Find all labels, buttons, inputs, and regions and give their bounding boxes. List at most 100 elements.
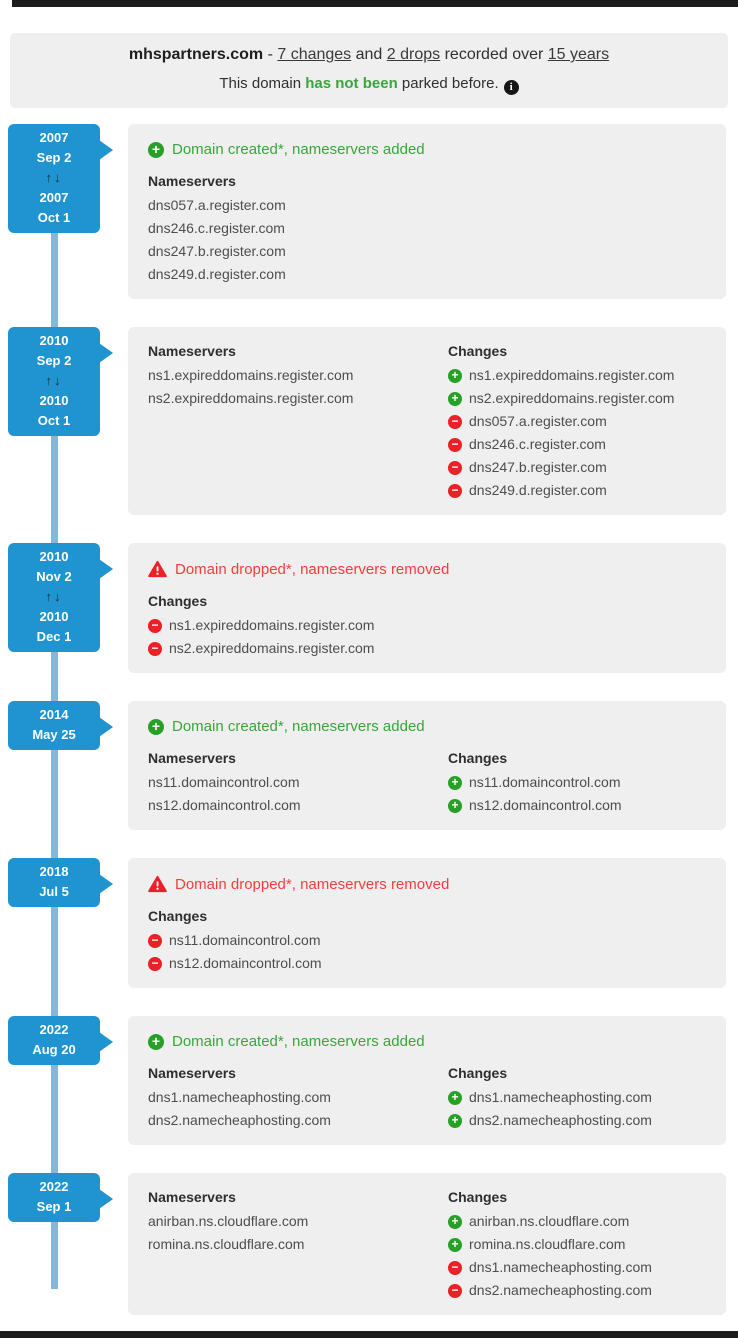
nameserver-item: dns249.d.register.com (148, 263, 448, 286)
badge-date-line: 2010 (39, 333, 69, 348)
change-item: dns1.namecheaphosting.com (448, 1256, 710, 1279)
hostname: dns1.namecheaphosting.com (148, 1089, 331, 1105)
up-down-arrows-icon: ↑↓ (45, 589, 63, 604)
hostname: dns2.namecheaphosting.com (469, 1282, 652, 1298)
plus-circle-icon (448, 798, 462, 813)
minus-circle-icon (448, 1260, 462, 1275)
minus-circle-icon (448, 1283, 462, 1298)
badge-date-line: 2014 (39, 707, 69, 722)
plus-circle-icon (148, 1033, 164, 1050)
badge-pointer-icon (99, 1189, 113, 1209)
column-title: Changes (448, 343, 508, 359)
domain-name: mhspartners.com (128, 46, 264, 63)
nameserver-item: anirban.ns.cloudflare.com (148, 1210, 448, 1233)
up-down-arrows-icon: ↑↓ (45, 373, 63, 388)
column-title: Nameservers (148, 1065, 236, 1081)
column-title: Changes (448, 1065, 508, 1081)
badge-pointer-icon (99, 717, 113, 737)
hostname: ns11.domaincontrol.com (169, 932, 321, 948)
badge-date-line: Sep 1 (36, 1199, 72, 1214)
event-status-heading: Domain dropped*, nameservers removed (148, 875, 710, 893)
event-status-text: Domain created*, nameservers added (172, 141, 425, 158)
change-item: ns1.expireddomains.register.com (148, 614, 710, 637)
change-item: dns247.b.register.com (448, 456, 710, 479)
event-status-heading: Domain created*, nameservers added (148, 141, 710, 158)
hostname: ns11.domaincontrol.com (469, 774, 621, 790)
hostname: ns12.domaincontrol.com (148, 797, 301, 813)
hostname: ns11.domaincontrol.com (148, 774, 300, 790)
badge-date-line: 2007 (39, 190, 69, 205)
hostname: ns12.domaincontrol.com (169, 955, 322, 971)
change-item: dns246.c.register.com (448, 433, 710, 456)
summary-header: mhspartners.com - 7 changes and 2 drops … (10, 33, 728, 108)
badge-date-line: 2010 (39, 549, 69, 564)
nameserver-item: dns247.b.register.com (148, 240, 448, 263)
parked-status: has not been (305, 75, 398, 92)
plus-circle-icon (448, 391, 462, 406)
column-title: Nameservers (148, 750, 236, 766)
plus-circle-icon (448, 1090, 462, 1105)
hostname: romina.ns.cloudflare.com (148, 1236, 305, 1252)
event-status-text: Domain created*, nameservers added (172, 1033, 425, 1050)
info-icon[interactable] (503, 80, 519, 95)
nameserver-item: dns1.namecheaphosting.com (148, 1086, 448, 1109)
hostname: dns247.b.register.com (469, 459, 607, 475)
changes-column: Changesns1.expireddomains.register.comns… (148, 590, 710, 660)
event-card: Domain created*, nameservers addedNamese… (128, 1016, 726, 1145)
badge-date-line: Oct 1 (37, 413, 71, 428)
hostname: romina.ns.cloudflare.com (469, 1236, 626, 1252)
changes-link[interactable]: 7 changes (277, 46, 352, 63)
badge-date-line: 2018 (39, 864, 69, 879)
badge-date-line: Oct 1 (37, 210, 71, 225)
plus-circle-icon (448, 368, 462, 383)
nameserver-item: dns057.a.register.com (148, 194, 448, 217)
column-title: Changes (148, 908, 208, 924)
bottom-window-edge (0, 1331, 738, 1338)
plus-circle-icon (448, 775, 462, 790)
badge-date-line: Jul 5 (39, 884, 69, 899)
nameserver-item: dns2.namecheaphosting.com (148, 1109, 448, 1132)
event-columns: Changesns1.expireddomains.register.comns… (148, 590, 710, 660)
nameservers-column: Nameservers dns1.namecheaphosting.com dns2… (148, 1062, 448, 1132)
event-status-heading: Domain dropped*, nameservers removed (148, 560, 710, 578)
badge-pointer-icon (99, 874, 113, 894)
hostname: ns2.expireddomains.register.com (469, 390, 675, 406)
nameservers-column: Nameservers ns11.domaincontrol.com ns12.do… (148, 747, 448, 817)
warning-triangle-icon (148, 875, 167, 893)
change-item: ns12.domaincontrol.com (448, 794, 710, 817)
change-item: dns057.a.register.com (448, 410, 710, 433)
change-item: anirban.ns.cloudflare.com (448, 1210, 710, 1233)
nameserver-item: ns11.domaincontrol.com (148, 771, 448, 794)
event-card: Domain created*, nameservers addedNamese… (128, 124, 726, 299)
changes-column: Changesanirban.ns.cloudflare.comromina.n… (448, 1186, 710, 1302)
recorded-text: recorded over (440, 46, 548, 63)
hostname: dns247.b.register.com (148, 243, 286, 259)
badge-date-line: 2022 (39, 1022, 69, 1037)
minus-circle-icon (148, 641, 162, 656)
badge-pointer-icon (99, 1032, 113, 1052)
badge-date-line: 2007 (39, 130, 69, 145)
badge-date-line: Sep 2 (36, 353, 72, 368)
parked-suffix: parked before. (397, 75, 499, 92)
plus-circle-icon (448, 1237, 462, 1252)
years-link[interactable]: 15 years (547, 46, 610, 63)
hostname: dns057.a.register.com (469, 413, 607, 429)
change-item: ns2.expireddomains.register.com (448, 387, 710, 410)
badge-date-line: 2010 (39, 393, 69, 408)
hostname: dns246.c.register.com (148, 220, 285, 236)
badge-pointer-icon (99, 140, 113, 160)
drops-link[interactable]: 2 drops (386, 46, 441, 63)
hostname: dns249.d.register.com (469, 482, 607, 498)
top-window-edge (12, 0, 738, 7)
parked-status-line: This domain has not been parked before. (20, 74, 718, 95)
